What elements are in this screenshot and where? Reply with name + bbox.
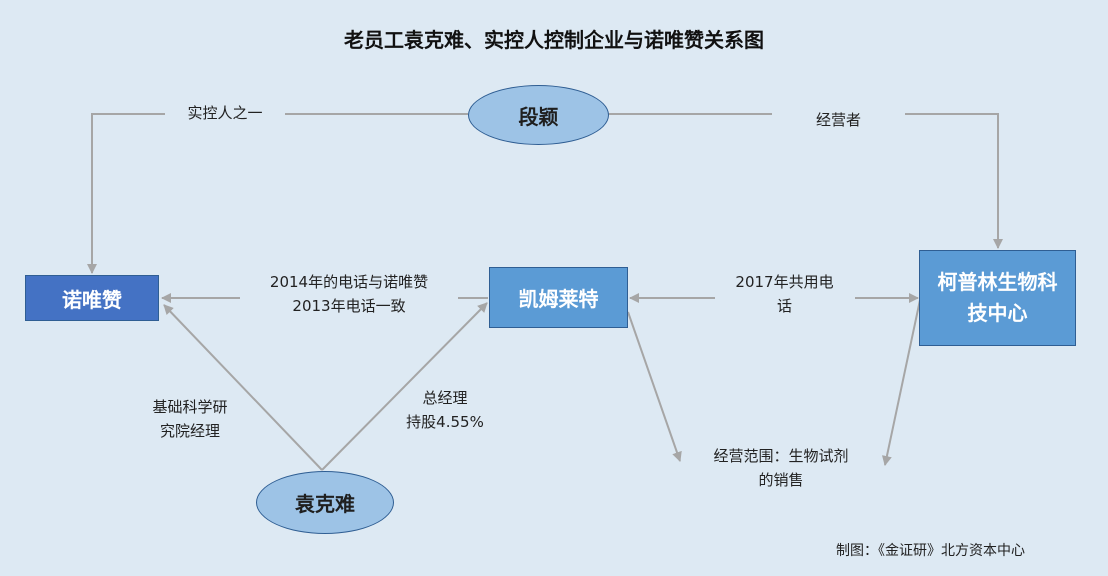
label-general-manager: 总经理 持股4.55% xyxy=(406,389,484,431)
label-operator: 经营者 xyxy=(815,111,861,129)
arrow-duanying-to-kepulin-b xyxy=(905,113,1003,249)
label-shared-phone: 2017年共用电 话 xyxy=(735,273,834,315)
label-research-manager: 基础科学研 究院经理 xyxy=(152,398,228,440)
arrow-yuankenan-to-kaimulaite xyxy=(321,302,488,471)
arrow-yuankenan-to-nuoweizan xyxy=(163,304,323,471)
label-actual-controller: 实控人之一 xyxy=(187,104,263,122)
label-phone-match: 2014年的电话与诺唯赞 2013年电话一致 xyxy=(269,273,429,315)
label-business-scope: 经营范围：生物试剂 的销售 xyxy=(713,447,849,489)
arrow-duanying-to-nuoweizan-b xyxy=(87,113,165,274)
node-yuankenan: 袁克难 xyxy=(256,471,394,534)
diagram-title: 老员工袁克难、实控人控制企业与诺唯赞关系图 xyxy=(344,28,764,52)
arrow-kepulin-to-scope xyxy=(881,299,921,466)
arrow-kaimulaite-to-scope xyxy=(627,311,682,462)
node-kaimulaite: 凯姆莱特 xyxy=(489,267,628,328)
node-kepulin: 柯普林生物科技中心 xyxy=(919,250,1076,346)
node-nuoweizan: 诺唯赞 xyxy=(25,275,159,321)
node-duanying: 段颖 xyxy=(468,85,609,145)
chart-credit: 制图：《金证研》北方资本中心 xyxy=(836,543,1025,559)
